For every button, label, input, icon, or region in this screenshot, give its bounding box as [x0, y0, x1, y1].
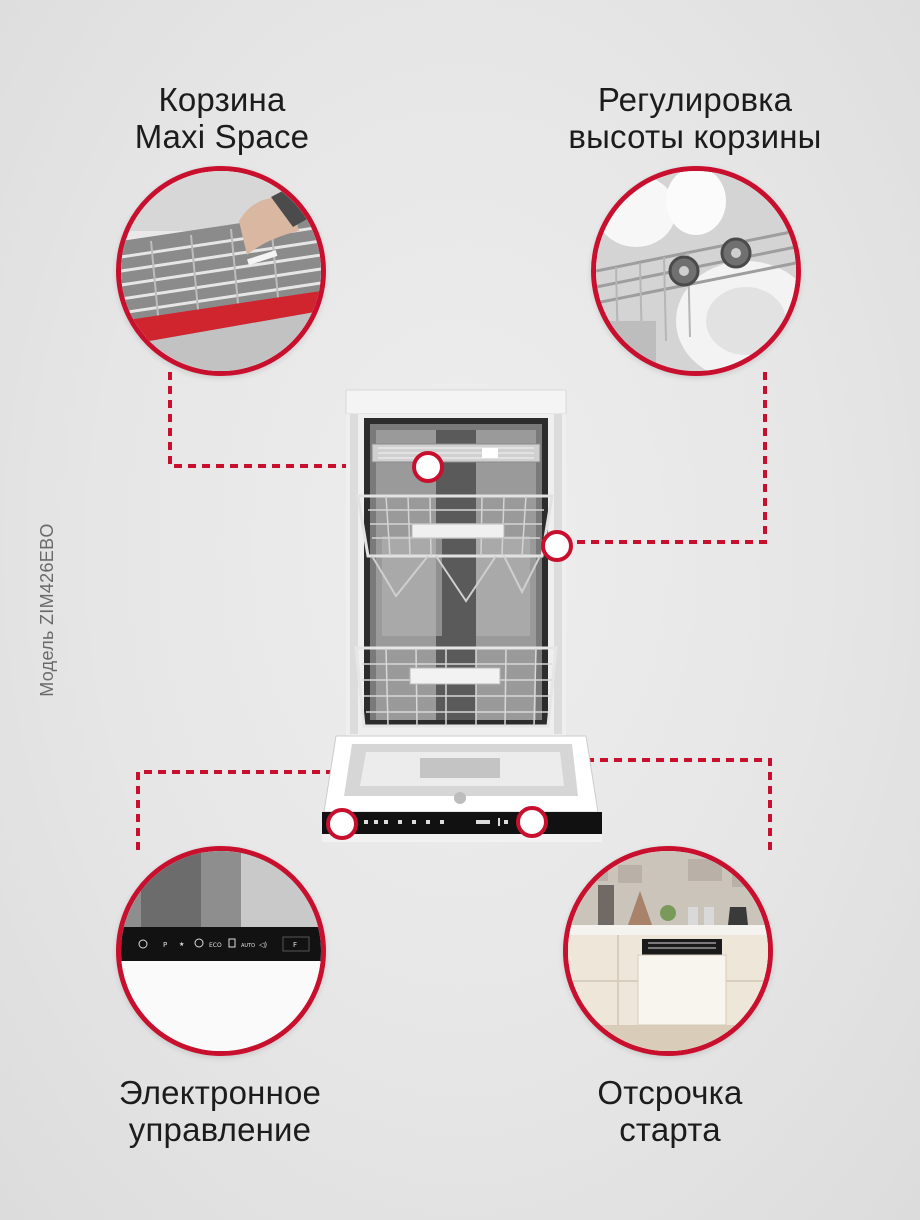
feature-title-line: Регулировка	[597, 81, 793, 118]
marker-delay-start[interactable]	[516, 806, 548, 838]
marker-maxi-space[interactable]	[412, 451, 444, 483]
feature-title-maxi-space: Корзина Maxi Space	[92, 81, 352, 155]
feature-title-line: старта	[619, 1111, 721, 1148]
control-button-function[interactable]: F	[293, 941, 297, 949]
control-panel-photo: P ★ ECO AUTO ◁) F	[121, 851, 321, 1051]
dishwasher-illustration	[322, 389, 602, 842]
kitchen-photo	[568, 851, 768, 1051]
feature-title-delay-start: Отсрочка старта	[520, 1074, 820, 1148]
marker-basket-height[interactable]	[541, 530, 573, 562]
feature-title-line: Отсрочка	[597, 1074, 743, 1111]
feature-title-line: Maxi Space	[134, 118, 310, 155]
control-button-eco[interactable]: ECO	[209, 942, 222, 949]
feature-title-line: Корзина	[158, 81, 286, 118]
connector-control	[136, 770, 338, 850]
feature-title-line: высоты корзины	[568, 118, 822, 155]
feature-title-line: управление	[128, 1111, 312, 1148]
cutlery-tray-photo	[121, 171, 321, 371]
photo-delay-start-kitchen	[563, 846, 773, 1056]
control-button-program[interactable]: P	[163, 941, 167, 949]
photo-electronic-control: P ★ ECO AUTO ◁) F	[116, 846, 326, 1056]
photo-maxi-space-basket	[116, 166, 326, 376]
photo-basket-height-adjustment	[591, 166, 801, 376]
svg-text:★: ★	[179, 941, 184, 948]
svg-text:◁): ◁)	[259, 941, 267, 949]
feature-title-electronic-control: Электронное управление	[70, 1074, 370, 1148]
feature-title-line: Электронное	[118, 1074, 322, 1111]
control-button-auto[interactable]: AUTO	[241, 943, 255, 949]
marker-electronic-control[interactable]	[326, 808, 358, 840]
model-label: Модель ZIM426EBO	[37, 523, 57, 697]
feature-title-basket-height: Регулировка высоты корзины	[530, 81, 860, 155]
basket-rack-photo	[596, 171, 796, 371]
